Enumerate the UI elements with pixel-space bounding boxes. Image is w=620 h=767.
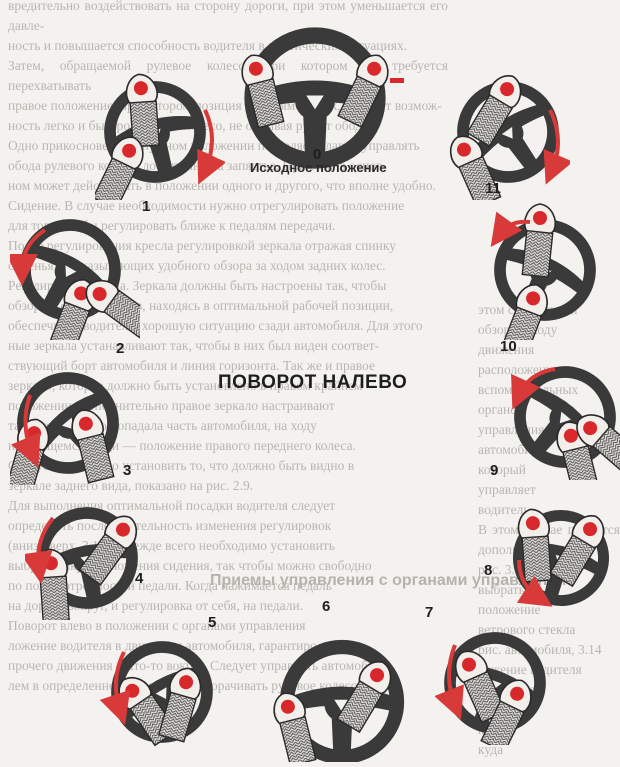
background-line: обеспечивал водителю хорошую ситуацию сз…	[8, 318, 423, 333]
step-label-6: 6	[322, 598, 331, 615]
step-label-7: 7	[425, 604, 434, 621]
background-heading: Приемы управления с органами управления	[210, 572, 567, 589]
background-line: который	[478, 462, 526, 477]
step-label-4: 4	[135, 570, 144, 587]
background-line: вредительно воздействовать на сторону до…	[8, 0, 448, 33]
step-label-0: 0	[313, 146, 322, 163]
background-line: Затем, обращаемой рулевое колесо, при ко…	[8, 58, 448, 93]
step-label-11: 11	[485, 180, 501, 197]
figure-step-3	[10, 365, 130, 495]
background-line: Сидение. В случае необходимости нужно от…	[8, 198, 405, 213]
step-label-3: 3	[123, 462, 132, 479]
figure-step-1	[91, 70, 227, 213]
figure-title: ПОВОРОТ НАЛЕВО	[218, 372, 408, 393]
background-line: куда	[478, 742, 504, 757]
step-label-10: 10	[500, 338, 517, 355]
figure-step-8	[505, 500, 620, 615]
background-line: ствующий борт автомобиля и линия горизон…	[8, 358, 375, 373]
figure-step-6	[262, 622, 422, 767]
figure-step-2	[10, 210, 160, 356]
background-line: водитель	[478, 502, 530, 517]
background-line: Поворот влево в положении с органами упр…	[8, 618, 306, 633]
figure-step-4	[20, 500, 150, 626]
background-line: определить последовательность изменения …	[8, 518, 332, 533]
figure-step-7	[435, 615, 555, 756]
step-label-5: 5	[208, 614, 217, 631]
background-line: сиденья о показывающих удобного обзора з…	[8, 258, 386, 273]
figure-step-5	[100, 630, 225, 760]
background-line: управляет	[478, 482, 536, 497]
step-label-9: 9	[490, 462, 499, 479]
background-line: выбрать	[478, 582, 525, 597]
figure-step-11	[440, 70, 570, 211]
background-line: зеркале заднего вида, показано на рис. 2…	[8, 478, 254, 493]
figure-step-9	[505, 355, 620, 499]
background-line: ном может действовать в положении одного…	[8, 178, 437, 193]
background-line: ные зеркала устанавливают так, чтобы в н…	[8, 338, 380, 353]
step-label-1: 1	[142, 198, 151, 215]
step-label-2: 2	[116, 340, 125, 357]
figure-step-0	[220, 20, 410, 175]
figure-step-10	[470, 200, 605, 361]
background-line: движения	[478, 342, 535, 357]
initial-position-caption: Исходное положение	[250, 160, 387, 175]
step-label-8: 8	[484, 562, 493, 579]
